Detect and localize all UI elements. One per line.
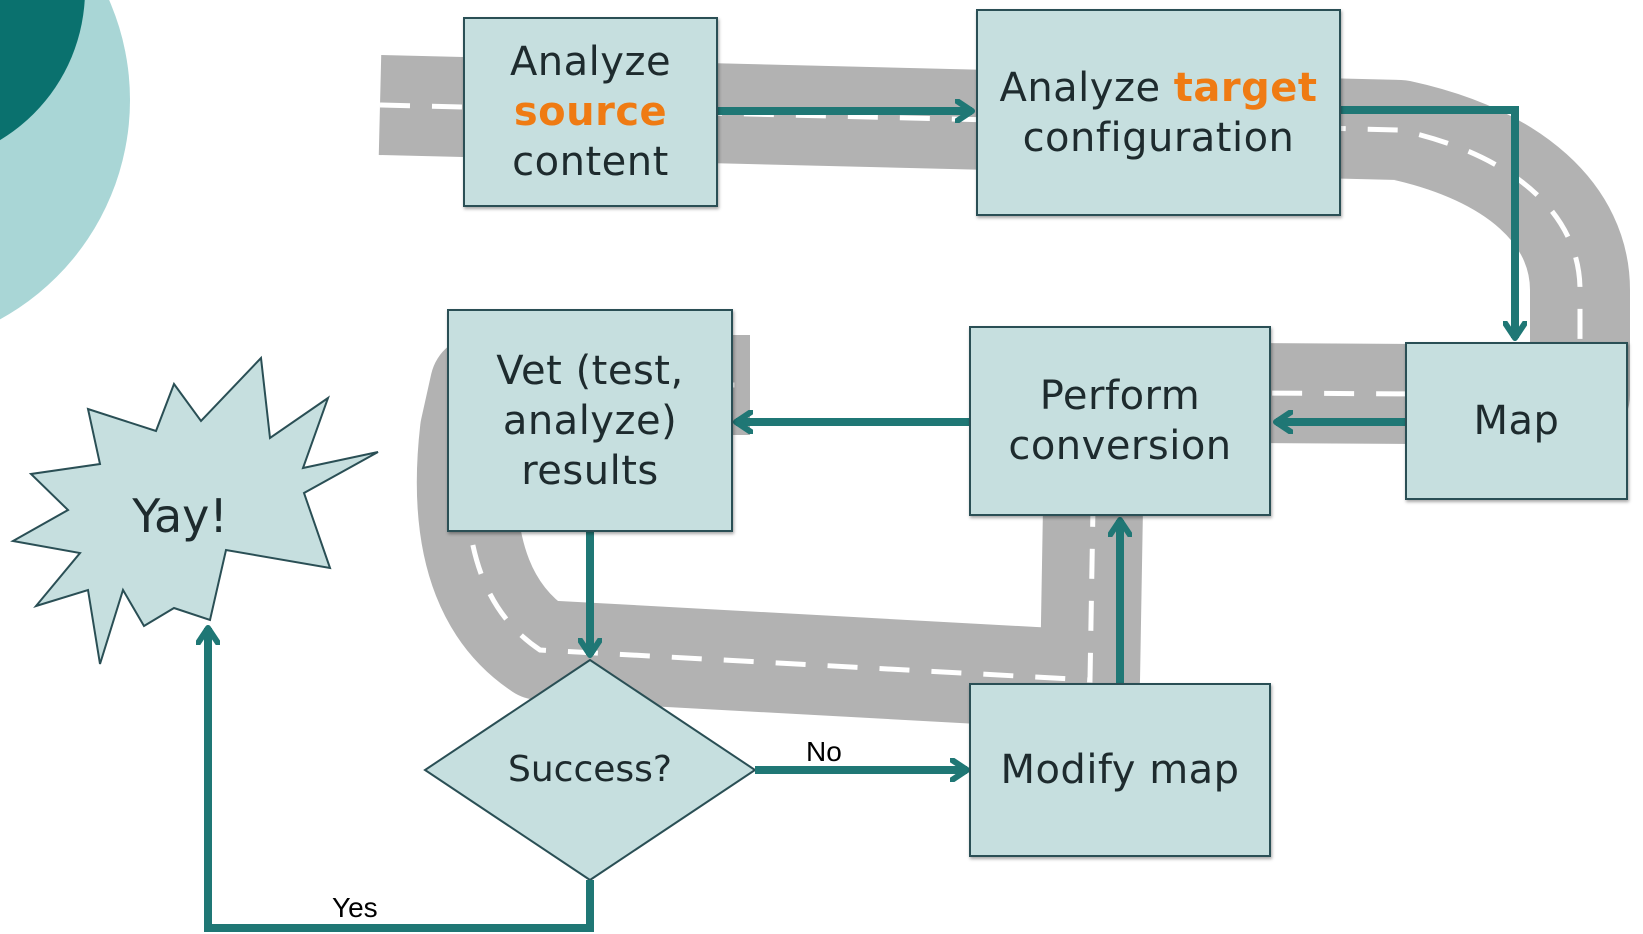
- success-label: Success?: [507, 749, 673, 790]
- yes-edge-label: Yes: [332, 892, 378, 923]
- arrow-success-yes-to-yay: [208, 628, 594, 932]
- analyze-target-highlight: target: [1173, 64, 1318, 111]
- vet-results-line3: results: [521, 447, 659, 494]
- connectors: [208, 106, 1515, 932]
- analyze-target-line2: configuration: [1022, 114, 1295, 161]
- yay-starburst: [10, 355, 379, 665]
- yay-label: Yay!: [132, 489, 228, 543]
- arrow-target-to-map: [1341, 106, 1515, 338]
- analyze-source-line3: content: [512, 139, 669, 185]
- perform-conversion-line2: conversion: [1008, 423, 1232, 469]
- modify-map-label: Modify map: [1000, 747, 1240, 793]
- perform-conversion-box: Perform conversion: [969, 326, 1271, 516]
- analyze-target-configuration-box: Analyze target configuration: [976, 9, 1341, 216]
- analyze-target-prefix: Analyze: [999, 64, 1174, 111]
- vet-results-box: Vet (test, analyze) results: [447, 309, 733, 532]
- vet-results-line2: analyze): [502, 397, 678, 444]
- corner-dark-circle: [0, 0, 85, 141]
- map-box: Map: [1405, 342, 1628, 500]
- analyze-source-line1: Analyze: [509, 39, 672, 85]
- no-edge-label: No: [806, 736, 842, 767]
- vet-results-line1: Vet (test,: [496, 347, 684, 394]
- corner-decoration: [0, 0, 130, 320]
- modify-map-box: Modify map: [969, 683, 1271, 857]
- analyze-source-content-box: Analyze source content: [463, 17, 718, 207]
- map-label: Map: [1473, 398, 1560, 444]
- analyze-source-highlight: source: [513, 89, 668, 135]
- perform-conversion-line1: Perform: [1039, 373, 1201, 419]
